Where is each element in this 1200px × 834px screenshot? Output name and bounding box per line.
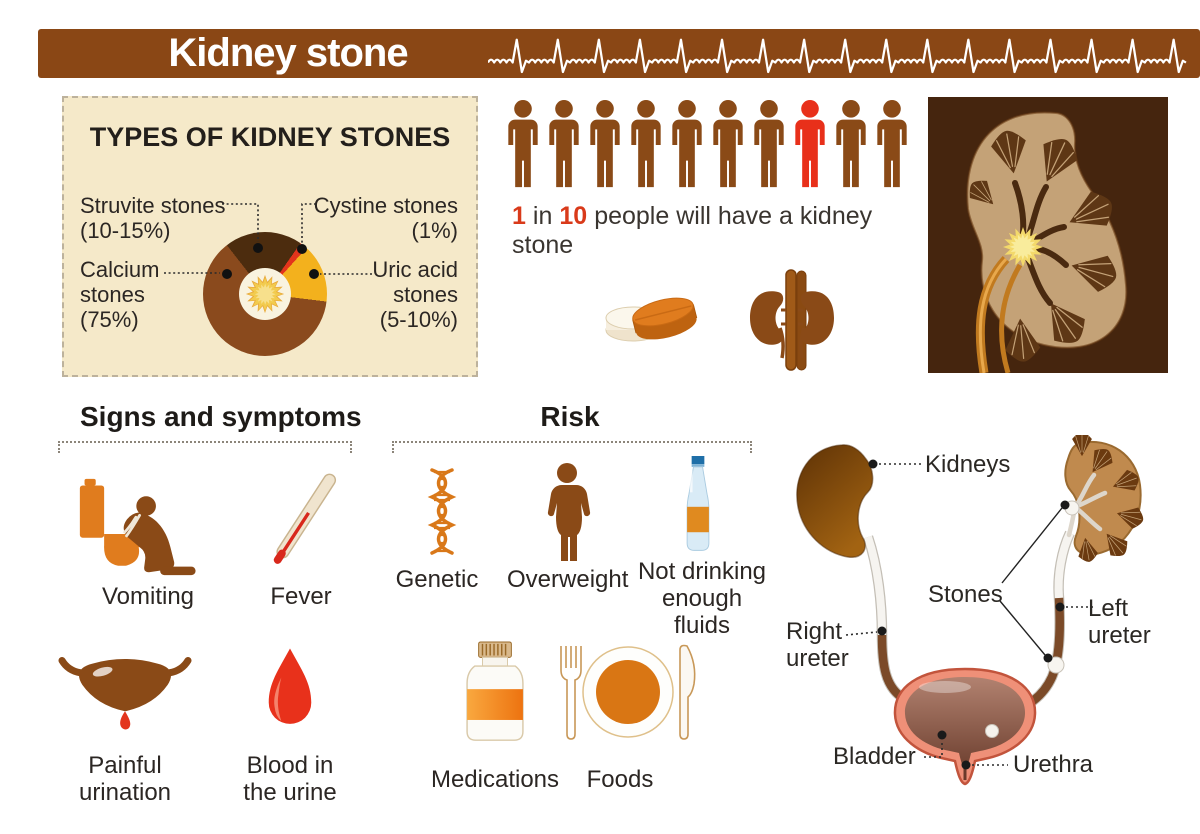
people-pictograph — [505, 100, 915, 198]
meal-plate-icon — [560, 644, 696, 740]
signs-bracket — [58, 441, 352, 453]
thermometer-icon — [273, 473, 337, 564]
right-ureter-label: Right ureter — [786, 618, 849, 672]
risk-bracket — [392, 441, 752, 453]
person-icon-highlighted — [795, 100, 825, 188]
fever-label: Fever — [270, 583, 332, 610]
person-icon — [672, 100, 702, 188]
kidneys-icon — [750, 269, 834, 371]
stat-number-1: 1 — [512, 202, 526, 230]
stat-number-10: 10 — [559, 202, 588, 230]
medication-bottle-icon — [466, 641, 524, 741]
dna-icon — [427, 468, 457, 555]
bladder-label: Bladder — [833, 743, 916, 770]
water-bottle-icon — [686, 456, 710, 551]
urinary-system-icon — [796, 435, 1147, 786]
person-icon — [713, 100, 743, 188]
left-ureter-label: Left ureter — [1088, 595, 1151, 649]
person-icon — [549, 100, 579, 188]
overweight-label: Overweight — [507, 566, 629, 593]
overweight-person-icon — [547, 463, 591, 561]
genetic-label: Genetic — [395, 566, 479, 593]
medications-label: Medications — [430, 766, 560, 793]
foods-label: Foods — [586, 766, 654, 793]
person-icon — [508, 100, 538, 188]
blood-drop-icon — [268, 648, 312, 724]
person-icon — [590, 100, 620, 188]
uric-acid-label: Uric acid stones (5-10%) — [372, 257, 458, 332]
ekg-line-icon — [488, 38, 1187, 74]
not-drinking-fluids-label: Not drinking enough fluids — [637, 558, 767, 639]
urethra-label: Urethra — [1013, 751, 1094, 778]
stones-label: Stones — [928, 581, 1003, 608]
bladder-icon — [58, 656, 192, 730]
donut-center — [239, 268, 291, 320]
blood-in-urine-label: Blood in the urine — [243, 752, 337, 806]
person-icon — [877, 100, 907, 188]
cystine-label: Cystine stones (1%) — [313, 193, 458, 243]
painful-urination-label: Painful urination — [78, 752, 172, 806]
pill-tablets-icon — [605, 297, 698, 342]
person-icon — [631, 100, 661, 188]
risk-section-title: Risk — [540, 401, 600, 432]
types-of-stones-panel: TYPES OF KIDNEY STONES Struvite stones (… — [62, 96, 478, 377]
signs-section-title: Signs and symptoms — [80, 401, 362, 432]
calcium-label: Calcium stones (75%) — [80, 257, 160, 332]
header-banner: Kidney stone — [38, 29, 1200, 78]
vomiting-label: Vomiting — [101, 583, 195, 610]
struvite-label: Struvite stones (10-15%) — [80, 193, 226, 243]
stone-types-donut-chart — [203, 232, 327, 356]
toilet-vomiting-icon — [79, 478, 196, 576]
person-icon — [836, 100, 866, 188]
types-panel-title: TYPES OF KIDNEY STONES — [89, 122, 451, 152]
urinary-system-diagram: Kidneys Stones Right ureter Left ureter … — [780, 435, 1185, 815]
page-title: Kidney stone — [168, 31, 408, 75]
kidneys-label: Kidneys — [925, 451, 1011, 478]
donut-callout-lines — [164, 203, 372, 279]
kidney-cross-section-icon — [928, 97, 1168, 373]
person-icon — [754, 100, 784, 188]
